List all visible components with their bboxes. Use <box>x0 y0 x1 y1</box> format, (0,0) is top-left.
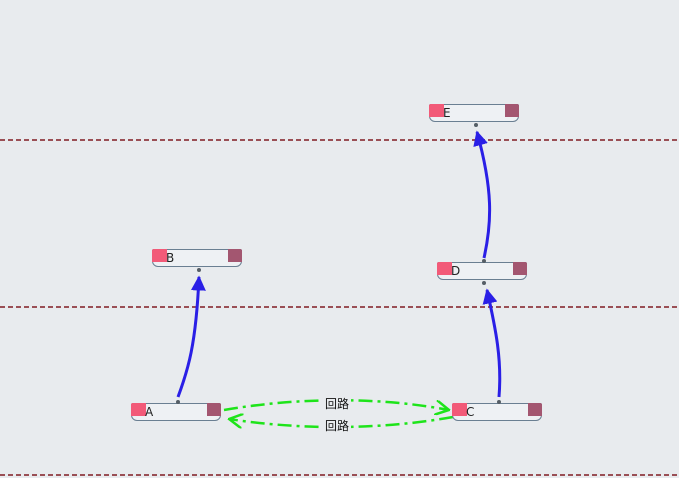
port-dot <box>176 400 180 404</box>
node-b[interactable]: B <box>152 249 242 267</box>
node-e[interactable]: E <box>429 104 519 122</box>
node-left-tab <box>429 104 444 117</box>
node-a[interactable]: A <box>131 403 221 421</box>
port-dot <box>197 268 201 272</box>
edge-a-to-b[interactable] <box>176 275 206 398</box>
node-label: A <box>145 405 154 419</box>
edge-d-to-e[interactable] <box>473 130 492 259</box>
edge-c-to-d[interactable] <box>482 288 502 398</box>
edge-label-loop-a-to-c: 回路 <box>323 397 352 411</box>
node-left-tab <box>152 249 167 262</box>
node-left-tab <box>131 403 146 416</box>
port-dot <box>474 123 478 127</box>
node-left-tab <box>452 403 467 416</box>
node-right-tab <box>528 403 542 416</box>
node-left-tab <box>437 262 452 275</box>
port-dot <box>482 259 486 263</box>
node-right-tab <box>505 104 519 117</box>
node-label: C <box>466 405 475 419</box>
node-label: D <box>451 264 461 278</box>
node-c[interactable]: C <box>452 403 542 421</box>
edge-label-loop-c-to-a: 回路 <box>323 419 352 433</box>
port-dot <box>497 400 501 404</box>
node-label: B <box>166 251 175 265</box>
node-right-tab <box>207 403 221 416</box>
port-dot <box>482 281 486 285</box>
node-label: E <box>443 106 451 120</box>
node-right-tab <box>228 249 242 262</box>
node-right-tab <box>513 262 527 275</box>
node-d[interactable]: D <box>437 262 527 280</box>
